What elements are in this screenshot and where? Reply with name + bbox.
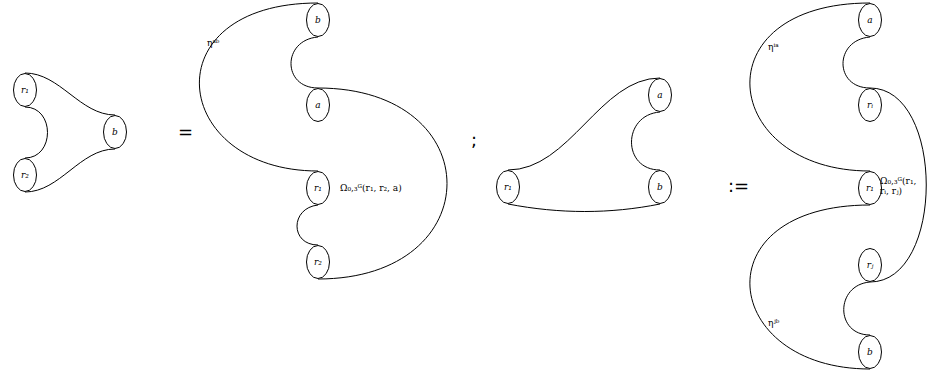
circle-outline xyxy=(497,171,520,204)
surface-label: Ω₀,₃ᴳ(r₁, r₂, a) xyxy=(340,183,402,193)
boundary-circle: a xyxy=(858,3,882,37)
circle-outline xyxy=(307,172,330,205)
boundary-circle: b xyxy=(648,170,672,204)
surface-outline xyxy=(25,107,48,158)
circle-outline xyxy=(859,172,882,205)
surface-outline xyxy=(843,37,870,88)
circle-label: b xyxy=(657,183,663,192)
surface-label: Ω₀,₃ᴳ(r₁, rᵢ, rⱼ) xyxy=(880,176,924,197)
surface-outline xyxy=(318,88,447,279)
circle-outline xyxy=(14,74,37,107)
circle-outline xyxy=(307,89,330,122)
surface-outline xyxy=(291,37,318,88)
boundary-circle: r₂ xyxy=(13,158,37,192)
circle-label: r₁ xyxy=(314,184,322,193)
boundary-circle: rᵢ xyxy=(858,88,882,122)
circle-label: r₁ xyxy=(866,184,874,193)
circle-outline xyxy=(859,336,882,369)
circle-outline xyxy=(859,4,882,37)
boundary-circle: a xyxy=(306,88,330,122)
boundary-circle: b xyxy=(306,3,330,37)
circle-label: r₂ xyxy=(21,171,29,180)
circle-outline xyxy=(649,171,672,204)
surface-outline xyxy=(297,205,318,245)
boundary-circle: b xyxy=(103,115,127,149)
surface-outline xyxy=(199,3,318,171)
circle-label: a xyxy=(315,101,320,110)
circle-label: b xyxy=(867,348,873,357)
boundary-circle: rⱼ xyxy=(858,248,882,282)
circle-label: r₂ xyxy=(314,258,322,267)
boundary-circle: a xyxy=(648,78,672,112)
surface-outline xyxy=(632,112,661,170)
surface-outline xyxy=(25,73,115,115)
surface-label: ηⁱᵃ xyxy=(768,42,779,52)
surface-outline xyxy=(750,205,870,369)
surface-outline xyxy=(508,78,660,170)
circle-label: r₁ xyxy=(504,183,512,192)
circle-label: a xyxy=(657,91,662,100)
surface-outline xyxy=(25,149,115,192)
surface-outline xyxy=(508,204,660,212)
surface-outline xyxy=(750,3,870,171)
boundary-circle: r₁ xyxy=(306,171,330,205)
circle-outline xyxy=(649,79,672,112)
boundary-circle: r₁ xyxy=(496,170,520,204)
surface-label: ηʲᵇ xyxy=(768,318,779,328)
boundary-circle: r₁ xyxy=(858,171,882,205)
circle-outline xyxy=(307,246,330,279)
surface-label: ηᵃᵇ xyxy=(207,38,219,48)
circle-outline xyxy=(859,89,882,122)
circle-outline xyxy=(104,116,127,149)
relation-symbol: = xyxy=(178,122,193,143)
circle-label: r₁ xyxy=(21,86,29,95)
circle-outline xyxy=(14,159,37,192)
boundary-circle: b xyxy=(858,335,882,369)
relation-symbol: := xyxy=(728,176,749,197)
circle-label: b xyxy=(315,16,321,25)
circle-outline xyxy=(307,4,330,37)
relation-symbol: ; xyxy=(471,130,477,151)
circle-label: a xyxy=(867,16,872,25)
boundary-circle: r₂ xyxy=(306,245,330,279)
boundary-circle: r₁ xyxy=(13,73,37,107)
circle-outline xyxy=(859,249,882,282)
circle-label: rᵢ xyxy=(867,101,873,110)
circle-label: rⱼ xyxy=(867,261,874,270)
surface-outline xyxy=(844,282,870,335)
circle-label: b xyxy=(112,128,118,137)
